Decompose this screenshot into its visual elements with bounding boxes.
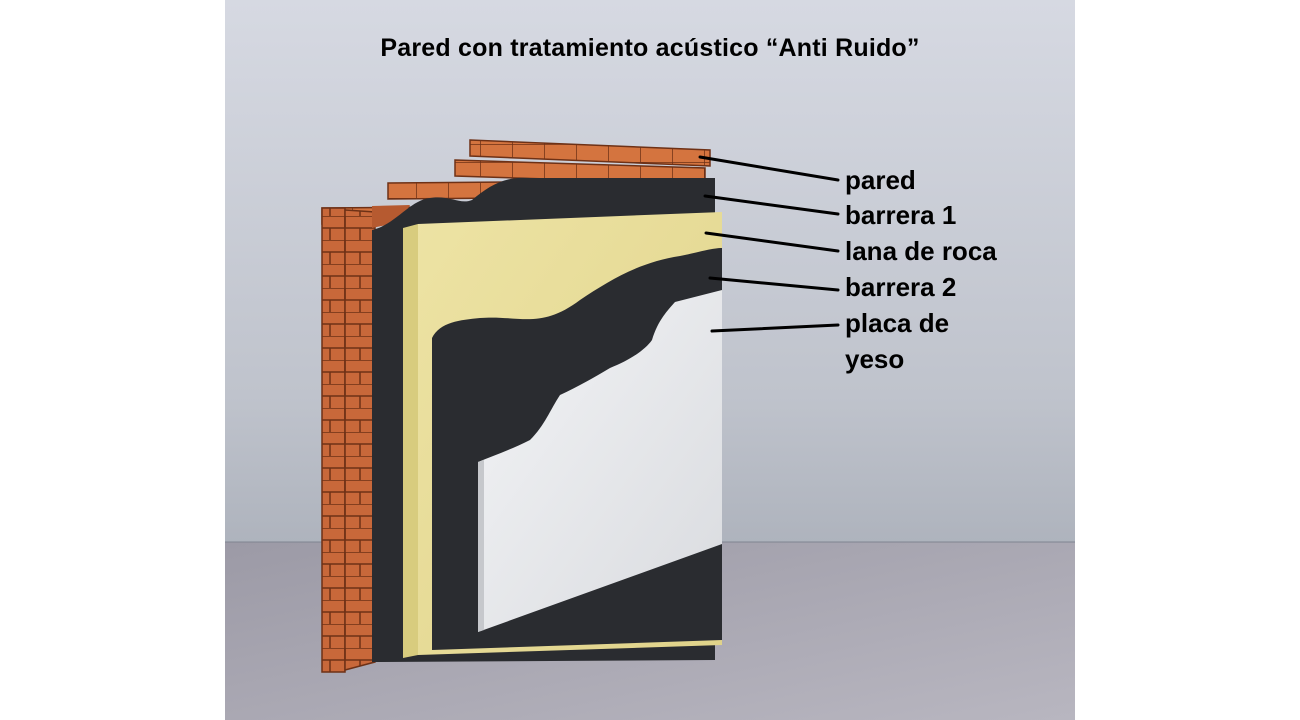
- label-lana-de-roca: lana de roca: [845, 236, 997, 266]
- plasterboard: [478, 290, 722, 632]
- label-barrera-2: barrera 2: [845, 272, 957, 302]
- label-yeso: yeso: [845, 344, 905, 374]
- label-pared: pared: [845, 165, 916, 195]
- label-placa-de: placa de: [845, 308, 950, 338]
- leader-placa: [710, 323, 840, 333]
- leader-lines: [698, 155, 840, 333]
- leader-barrera-1: [703, 194, 840, 216]
- diagram-title: Pared con tratamiento acústico “Anti Rui…: [380, 34, 920, 62]
- label-barrera-1: barrera 1: [845, 200, 957, 230]
- leader-barrera-2: [708, 276, 840, 292]
- leader-pared: [698, 155, 840, 182]
- leader-lana: [704, 231, 840, 253]
